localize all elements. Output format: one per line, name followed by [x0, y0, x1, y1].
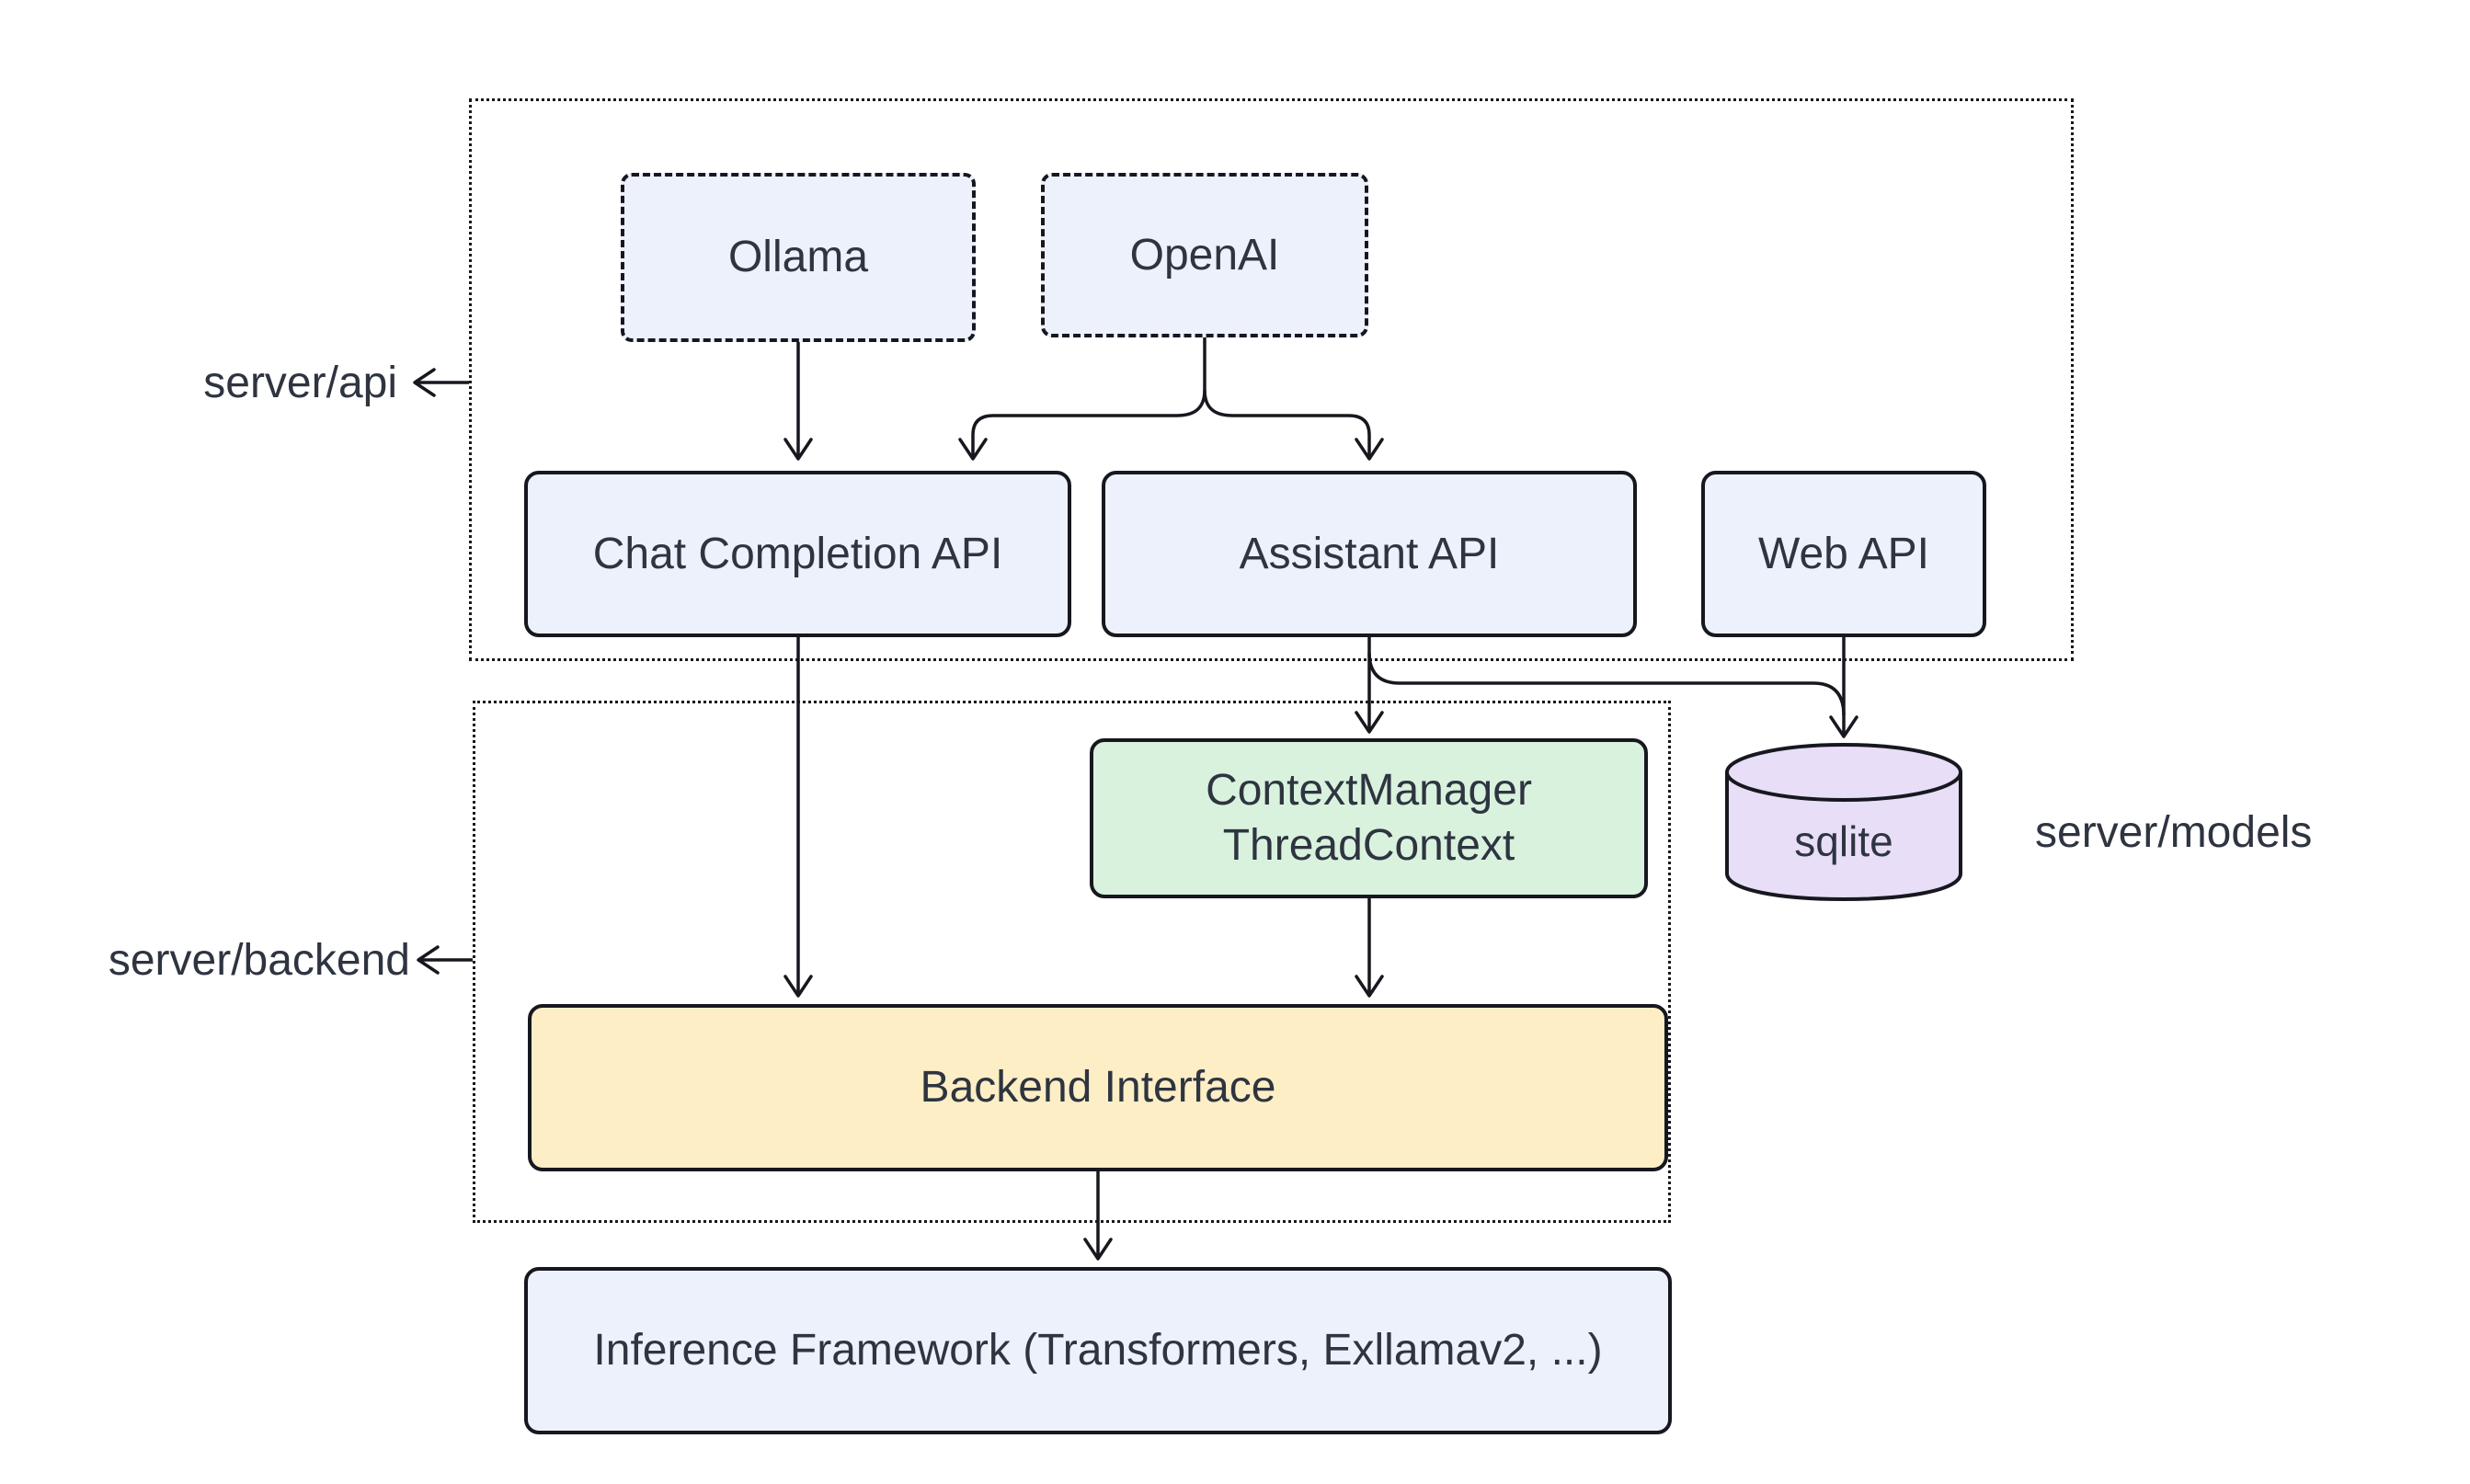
node-web-api-label: Web API	[1758, 529, 1929, 578]
server-api-text: server/api	[203, 358, 397, 407]
server-api-container	[469, 98, 2074, 661]
node-chat-completion-api: Chat Completion API	[524, 471, 1071, 637]
node-assistant-api-label: Assistant API	[1239, 529, 1500, 578]
server-backend-label: server/backend	[79, 930, 410, 989]
server-models-text: server/models	[2035, 807, 2313, 857]
node-web-api: Web API	[1701, 471, 1986, 637]
node-inference-framework-label: Inference Framework (Transformers, Exlla…	[593, 1326, 1603, 1375]
node-openai-label: OpenAI	[1129, 230, 1280, 280]
server-models-label: server/models	[2035, 803, 2403, 862]
node-backend-interface: Backend Interface	[528, 1004, 1668, 1171]
server-backend-container	[473, 701, 1671, 1223]
node-context-manager: ContextManager ThreadContext	[1090, 738, 1648, 898]
node-assistant-api: Assistant API	[1102, 471, 1637, 637]
node-inference-framework: Inference Framework (Transformers, Exlla…	[524, 1267, 1672, 1434]
node-ollama-label: Ollama	[727, 233, 869, 281]
server-backend-text: server/backend	[108, 935, 410, 985]
node-backend-interface-label: Backend Interface	[920, 1063, 1276, 1112]
node-context-manager-label: ContextManager ThreadContext	[1206, 766, 1532, 870]
server-api-label: server/api	[121, 353, 397, 412]
sqlite-text: sqlite	[1794, 817, 1893, 865]
node-sqlite-label: sqlite	[1752, 814, 1936, 869]
node-openai: OpenAI	[1041, 173, 1368, 337]
node-ollama: Ollama	[621, 173, 976, 342]
node-chat-completion-api-label: Chat Completion API	[592, 529, 1003, 578]
